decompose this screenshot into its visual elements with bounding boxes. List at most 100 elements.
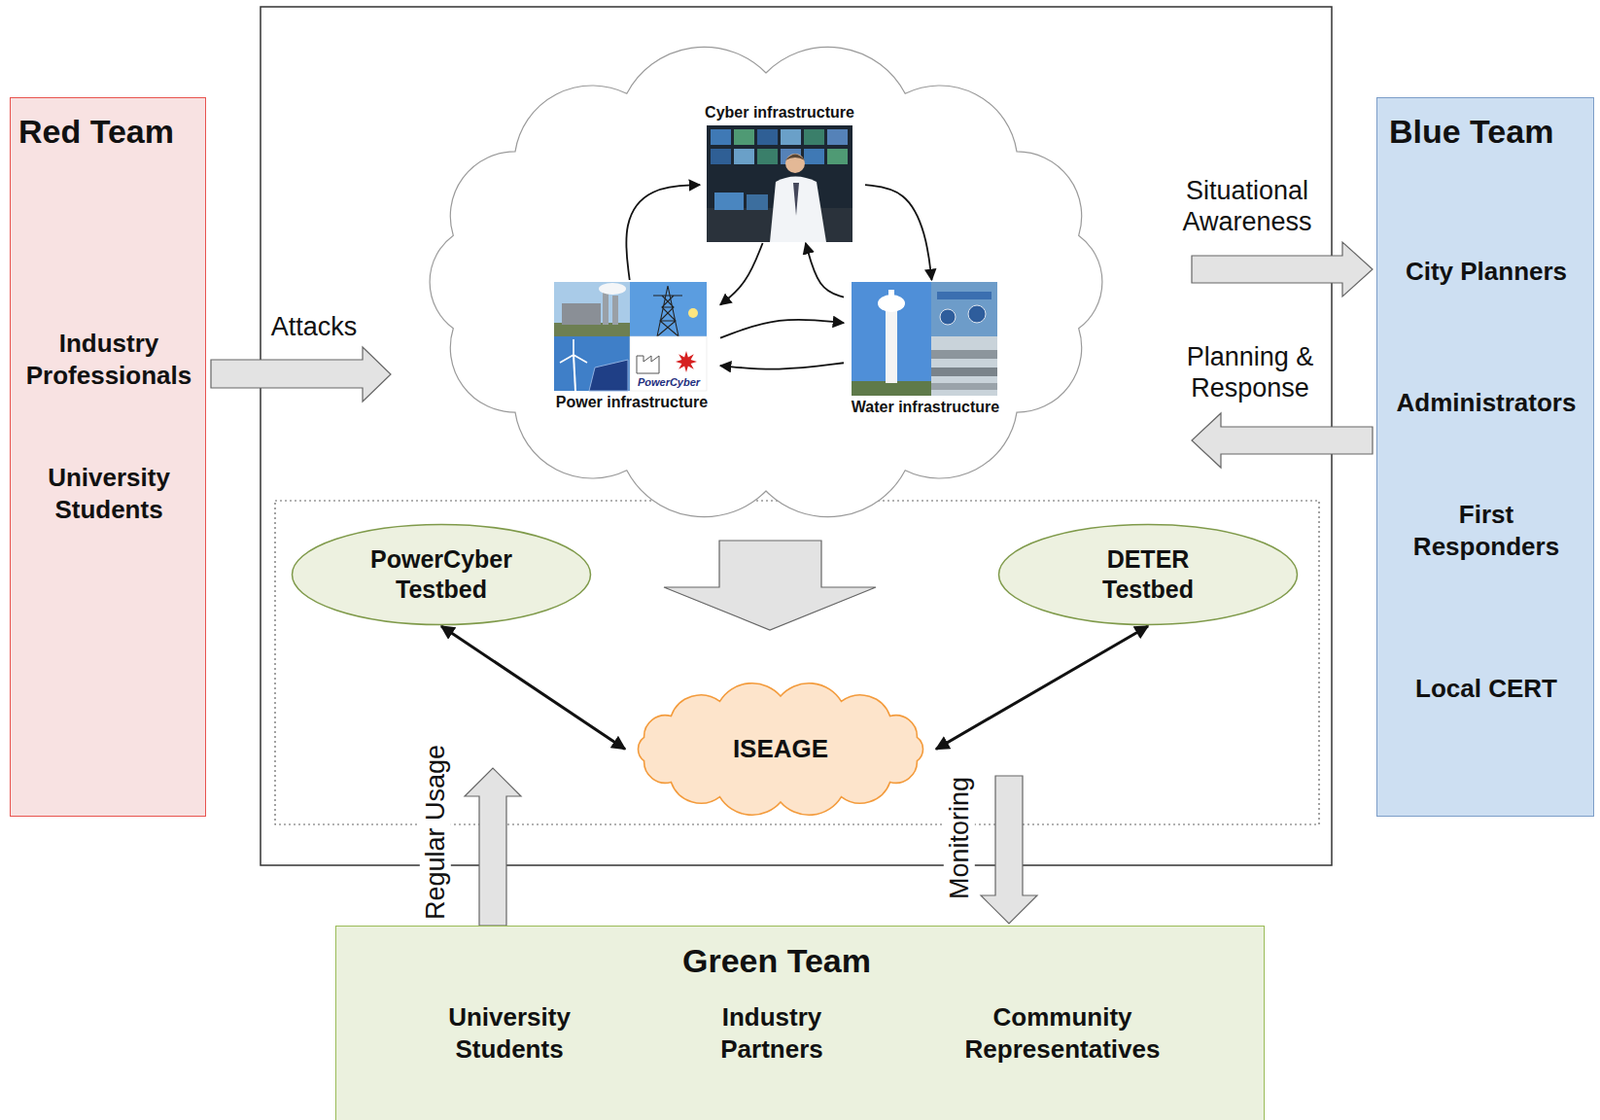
logo-burst xyxy=(675,350,697,373)
chimney xyxy=(602,291,609,325)
team-heading: Green Team xyxy=(630,939,923,982)
image-caption: Power infrastructure xyxy=(549,392,715,413)
ellipse-outline xyxy=(997,522,1299,627)
testbed-cloud: ISEAGE xyxy=(625,681,937,817)
team-panel: Red TeamIndustry ProfessionalsUniversity… xyxy=(9,97,207,817)
wall-screen xyxy=(827,148,848,165)
connector xyxy=(936,626,1148,750)
logo-text: PowerCyber xyxy=(637,376,700,389)
power-photo xyxy=(554,281,707,391)
image-caption: Water infrastructure xyxy=(843,397,1008,418)
solar-panel xyxy=(589,359,628,391)
wall-screen xyxy=(710,129,731,145)
testbed-ellipse: DETER Testbed xyxy=(997,522,1299,627)
infrastructure-image: Cyber infrastructure xyxy=(699,101,866,244)
operator-shirt xyxy=(769,176,827,244)
sky xyxy=(554,336,630,391)
pipe xyxy=(931,367,998,377)
arrow-label: Attacks xyxy=(245,311,383,343)
wall-screen xyxy=(733,129,755,145)
team-member: First Responders xyxy=(1389,498,1584,562)
wall-screen xyxy=(803,148,825,165)
plant-building xyxy=(561,303,601,325)
desk-screen xyxy=(714,192,744,210)
wall-screen xyxy=(710,148,731,165)
connector xyxy=(626,184,700,280)
turbine-blades xyxy=(559,339,588,363)
testbed-name: PowerCyber Testbed xyxy=(358,544,524,606)
attack-arrow xyxy=(210,347,391,402)
team-heading: Red Team xyxy=(18,110,200,153)
ellipse-shape xyxy=(292,524,592,626)
flow-down-arrow xyxy=(663,540,876,630)
water-photo xyxy=(851,281,998,396)
team-member: University Students xyxy=(412,1001,607,1065)
operator-hair xyxy=(785,154,805,162)
pipe xyxy=(931,349,998,359)
arrow-label: Monitoring xyxy=(943,772,975,904)
valve xyxy=(939,309,956,325)
frame-box xyxy=(260,6,1332,866)
team-member: Community Representatives xyxy=(936,1001,1189,1065)
sky xyxy=(554,281,630,337)
testbed-name: ISEAGE xyxy=(697,732,864,766)
usage-arrow xyxy=(464,767,522,926)
ground xyxy=(851,381,932,396)
awareness-arrow xyxy=(1191,242,1373,297)
turbine-tower xyxy=(573,354,576,391)
ellipse-shape xyxy=(999,524,1298,626)
pipe xyxy=(937,291,992,300)
team-member: Administrators xyxy=(1389,386,1584,419)
connector xyxy=(805,243,844,298)
connector xyxy=(865,184,932,280)
team-member: Local CERT xyxy=(1389,672,1584,705)
wall-screen xyxy=(757,129,778,145)
wall-screen xyxy=(827,129,848,145)
operator-head xyxy=(785,153,805,174)
team-heading: Blue Team xyxy=(1389,110,1584,153)
infrastructure-image: Water infrastructure xyxy=(843,279,1013,423)
team-member: University Students xyxy=(16,461,202,525)
monitoring-arrow xyxy=(980,775,1038,924)
wall-screen xyxy=(757,148,778,165)
team-member: Industry Partners xyxy=(674,1001,870,1065)
infrastructure-cloud xyxy=(429,46,1103,517)
wall-screen xyxy=(803,129,825,145)
cloud-shape xyxy=(637,683,923,816)
control-room-photo xyxy=(706,125,853,243)
pylon xyxy=(653,285,683,337)
response-arrow xyxy=(1191,413,1373,468)
water-tower xyxy=(885,307,898,383)
sun xyxy=(688,308,698,318)
testbed-ellipse: PowerCyber Testbed xyxy=(290,522,592,627)
factory-sketch xyxy=(636,355,660,374)
pipe xyxy=(931,382,998,390)
valve xyxy=(968,305,986,323)
connector xyxy=(441,626,626,750)
sky xyxy=(851,281,932,396)
connector xyxy=(720,243,764,306)
chimney xyxy=(612,295,619,325)
team-member: City Planners xyxy=(1389,255,1584,288)
connector xyxy=(720,319,844,339)
steam xyxy=(598,282,627,295)
wall-screen xyxy=(733,148,755,165)
sky xyxy=(629,281,707,337)
team-member: Industry Professionals xyxy=(16,327,202,391)
valve-ground xyxy=(931,281,998,337)
photo-ground xyxy=(706,125,853,243)
team-panel: Green TeamUniversity Students Industry Pa… xyxy=(335,925,1265,1120)
wall-screen xyxy=(780,129,801,145)
infrastructure-image: Power infrastructure xyxy=(549,279,721,418)
arrow-label: Situational Awareness xyxy=(1174,174,1321,239)
connector xyxy=(720,362,844,369)
team-panel: Blue TeamCity PlannersAdministratorsFirs… xyxy=(1376,97,1595,817)
ellipse-outline xyxy=(290,522,592,627)
desk-screen xyxy=(746,194,768,210)
ground xyxy=(554,322,630,337)
arrow-label: Regular Usage xyxy=(419,740,452,924)
tower-top xyxy=(888,289,895,298)
pipe-ground xyxy=(931,336,998,396)
arrow-label: Planning & Response xyxy=(1172,341,1328,405)
